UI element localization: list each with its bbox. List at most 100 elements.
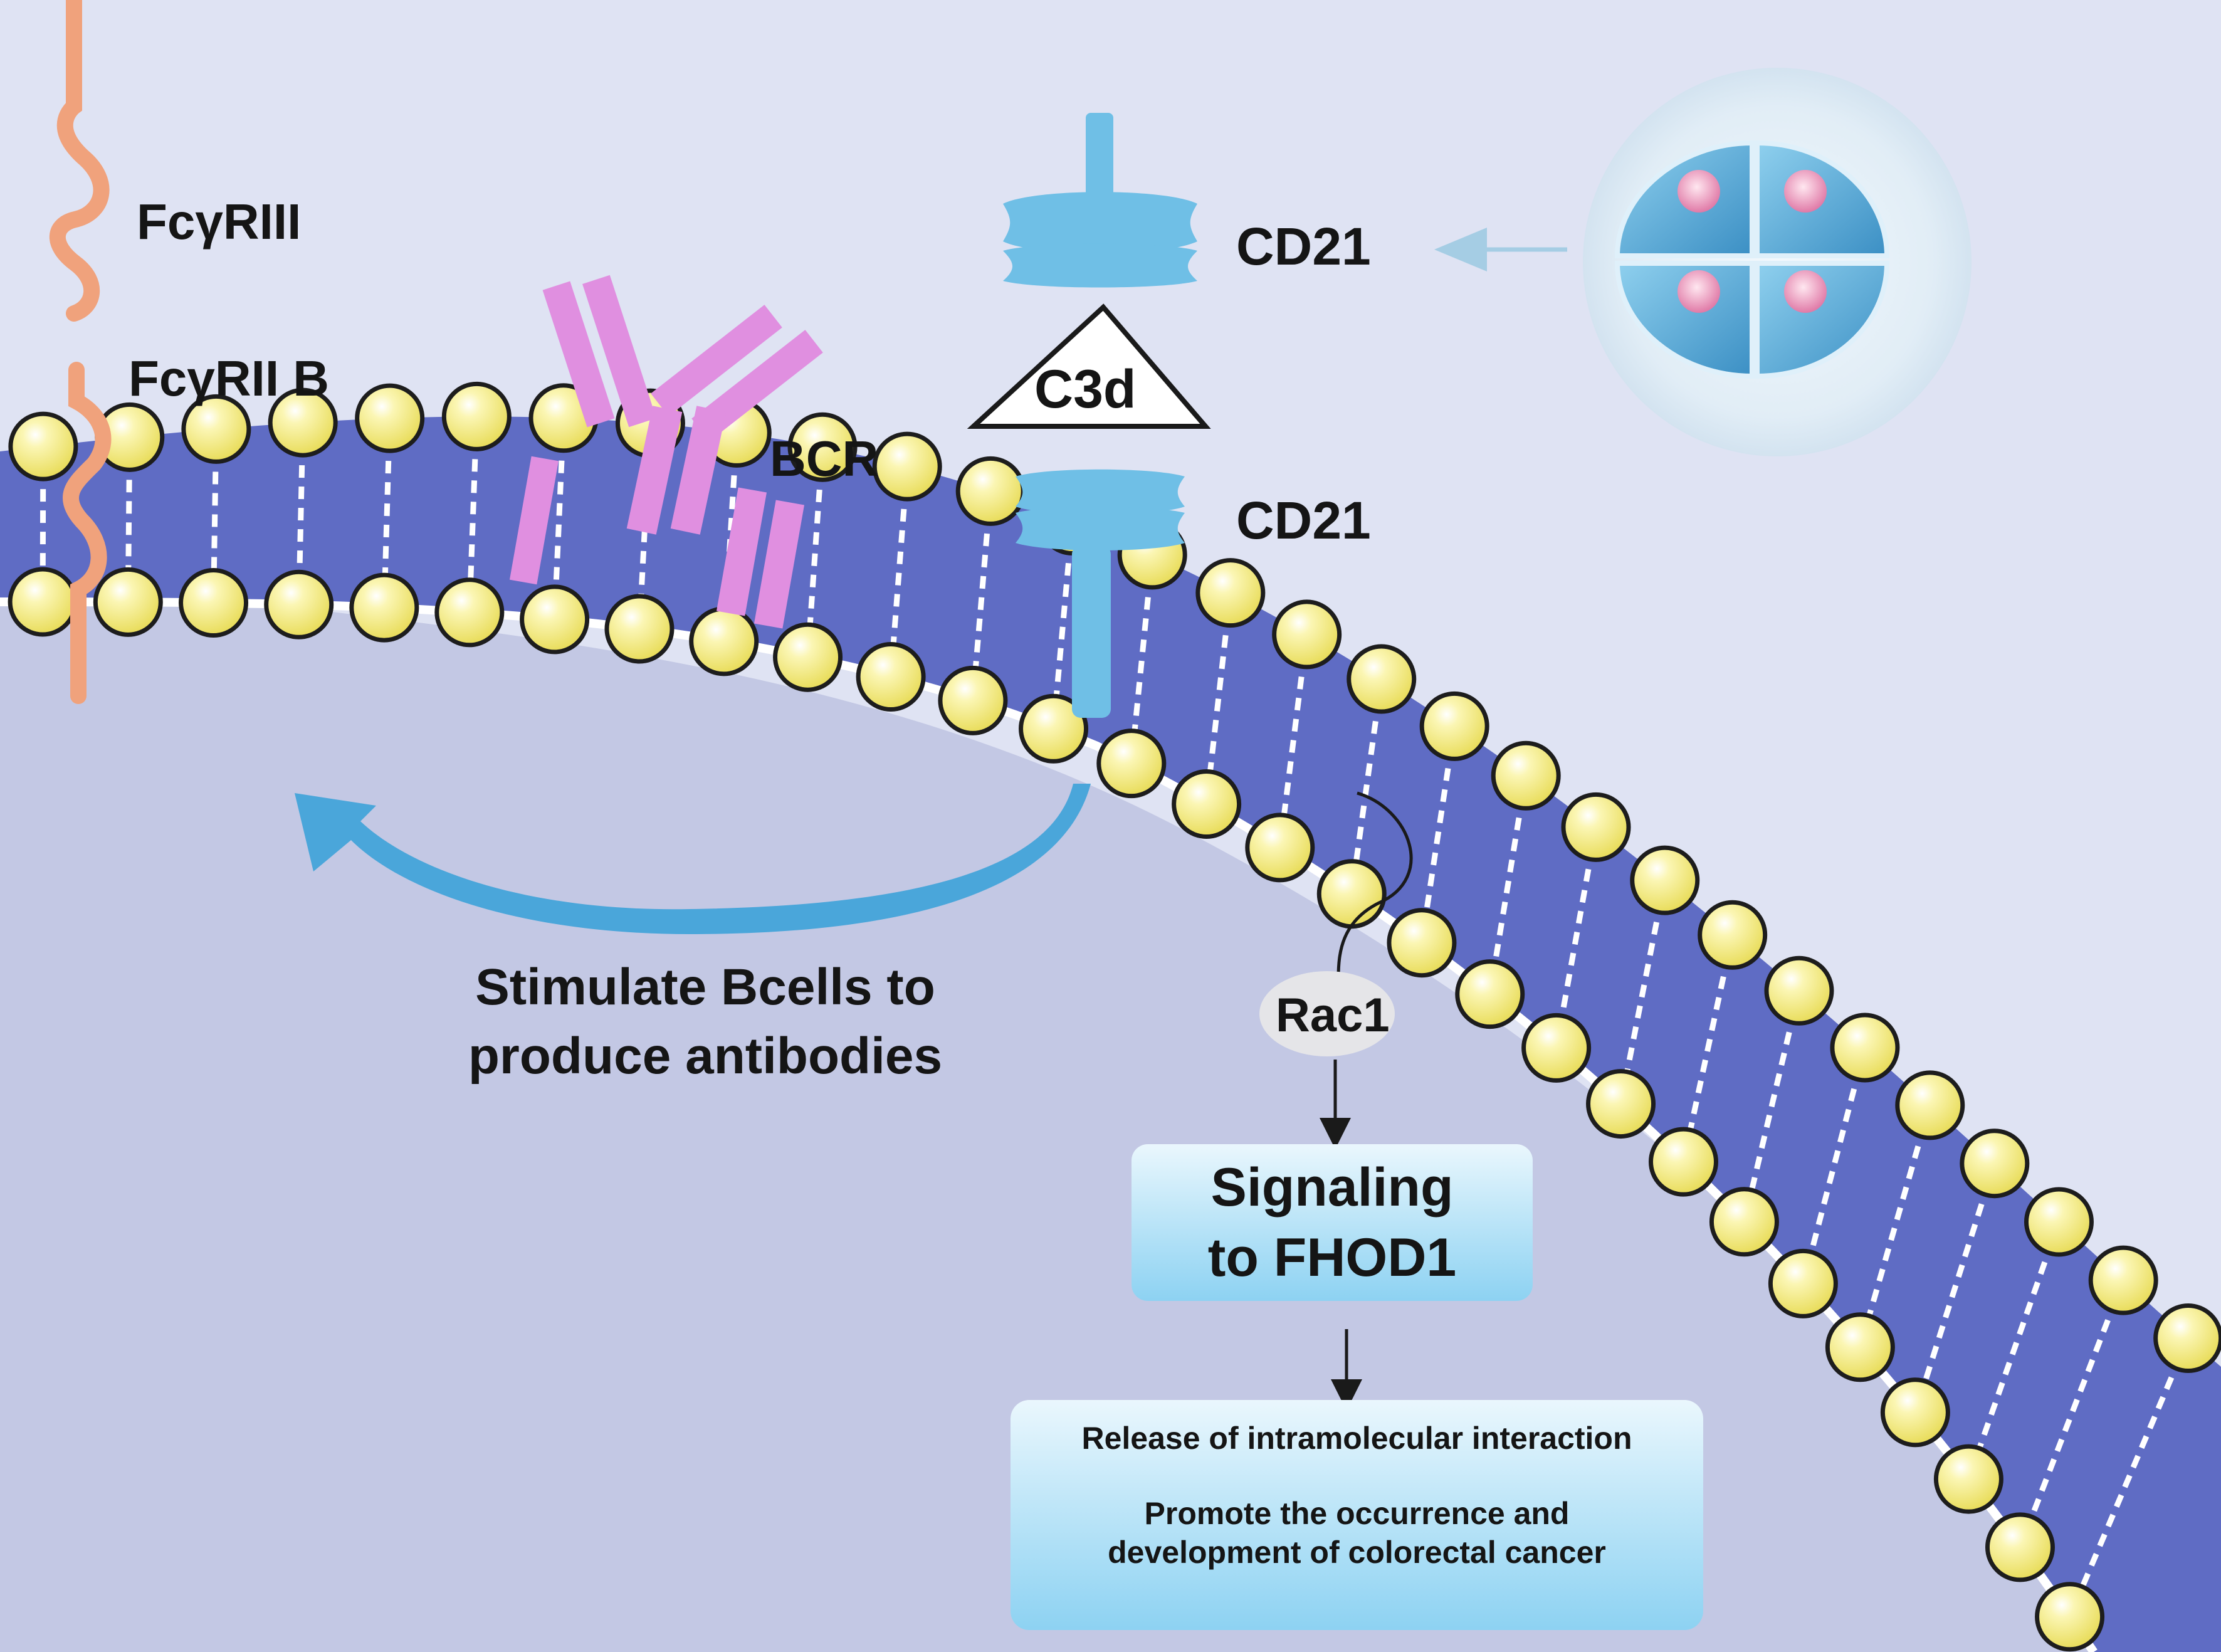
lipid-head-inner (1455, 959, 1525, 1029)
lipid-head-outer (1347, 644, 1417, 714)
c3d-triangle (967, 303, 1211, 429)
lipid-head-inner (1172, 769, 1242, 839)
lipid-head-outer (787, 412, 858, 482)
lipid-tail (2017, 1279, 2126, 1549)
outcome-line-2: Promote the occurrence and (1144, 1496, 1570, 1531)
signaling-line-1: Signaling (1210, 1157, 1454, 1218)
fcgr3-label: FcγRIII (137, 194, 302, 250)
lipid-tail (1128, 554, 1155, 764)
rac1-oval (1259, 971, 1395, 1056)
bcr-antibodies (509, 275, 823, 629)
lipid-tail (805, 446, 826, 658)
lipid-tails (39, 416, 2191, 1618)
lipid-head-inner (1648, 1127, 1718, 1197)
lipid-tail (1419, 725, 1457, 944)
lipid-head-inner (689, 606, 759, 676)
lipid-head-outer (1830, 1013, 1900, 1083)
lipid-tail (1800, 1046, 1868, 1285)
lipid-head-inner (773, 622, 843, 692)
lipid-head-outer (1561, 792, 1631, 862)
lipid-tail (970, 490, 994, 701)
lipid-head-outer (2088, 1245, 2158, 1315)
lipid-heads (8, 381, 2221, 1652)
outcome-box-bg (1011, 1400, 1703, 1630)
lipid-head-inner (1387, 908, 1457, 978)
lipid-head-outer (181, 394, 251, 464)
lipid-tail (1618, 880, 1668, 1105)
lipid-head-outer (8, 411, 78, 481)
lipid-tail (1051, 520, 1076, 729)
lipid-tail (1277, 634, 1310, 848)
lipid-head-inner (1825, 1312, 1895, 1382)
lipid-tail (888, 466, 910, 677)
lipid-head-inner (1933, 1444, 2003, 1514)
lipid-tail (1204, 592, 1234, 804)
bcr-label: BCR (770, 431, 879, 487)
lipid-head-outer (955, 456, 1026, 526)
lipid-head-inner (1245, 813, 1315, 883)
lipid-head-inner (93, 567, 163, 637)
lipid-tail (1681, 934, 1736, 1163)
lipid-head-inner (520, 584, 590, 655)
lipid-head-outer (1960, 1129, 2030, 1199)
lipid-head-inner (2035, 1582, 2105, 1652)
stimulate-text: Stimulate Bcells to produce antibodies (351, 953, 1059, 1091)
stimulate-line-2: produce antibodies (468, 1028, 943, 1085)
lipid-head-inner (604, 594, 675, 664)
outcome-line-1: Release of intramolecular interaction (1081, 1421, 1632, 1456)
lipid-head-inner (856, 642, 926, 712)
lipid-tail (1553, 826, 1599, 1049)
lipid-head-outer (1895, 1070, 1965, 1140)
signaling-line-2: to FHOD1 (1207, 1228, 1457, 1288)
stimulate-arrow (295, 784, 1091, 934)
lipid-tail (1913, 1162, 1998, 1414)
lipid-head-inner (1019, 693, 1089, 764)
lipid-head-inner (1880, 1377, 1950, 1448)
lipid-head-inner (1096, 729, 1167, 799)
cd21-top-label: CD21 (1236, 217, 1371, 276)
lipid-head-inner (1768, 1248, 1838, 1318)
fcgr2b-label: FcγRII B (129, 350, 330, 406)
b-cell-illustration (1583, 68, 1972, 456)
lipid-tail (1348, 678, 1385, 895)
lipid-head-inner (264, 569, 334, 639)
lipid-head-inner (434, 577, 505, 648)
lipid-head-outer (268, 387, 338, 458)
stimulate-line-1: Stimulate Bcells to (475, 959, 935, 1016)
outcome-box: Release of intramolecular interaction Pr… (1011, 1400, 1703, 1630)
lipid-head-inner (1985, 1512, 2055, 1582)
cd21-top-receptor (1003, 113, 1197, 288)
lipid-tail (1487, 775, 1529, 995)
lipid-head-outer (441, 381, 512, 451)
lipid-head-outer (2153, 1303, 2221, 1374)
lipid-head-outer (2024, 1187, 2094, 1257)
fcgr2b-receptor (63, 362, 112, 704)
outcome-line-3: development of colorectal cancer (1108, 1535, 1606, 1570)
lipid-head-outer (355, 383, 425, 453)
lipid-tail (1966, 1221, 2062, 1480)
cd21-bottom-receptor (1016, 469, 1185, 718)
lipid-head-inner (938, 665, 1008, 735)
lipid-head-inner (1586, 1069, 1656, 1139)
lipid-head-outer (1272, 599, 1342, 670)
lipid-head-outer (872, 431, 942, 502)
lipid-head-inner (1709, 1187, 1779, 1257)
lipid-head-outer (1764, 955, 1834, 1026)
lipid-head-outer (1630, 845, 1700, 915)
rac1-connector (1336, 791, 1413, 979)
lipid-head-outer (1419, 691, 1489, 761)
cell-interior (0, 571, 2119, 1652)
rac1-label: Rac1 (1276, 989, 1390, 1042)
fcgr3-receptor (49, 0, 110, 322)
lipid-head-inner (349, 572, 419, 643)
lipid-tail (1741, 990, 1802, 1223)
lipid-head-inner (8, 567, 78, 637)
signaling-box-bg (1132, 1144, 1533, 1301)
lipid-head-outer (1491, 740, 1561, 811)
signaling-box: Signaling to FHOD1 (1132, 1144, 1533, 1301)
c3d-label: C3d (1034, 359, 1137, 419)
lipid-head-inner (1521, 1013, 1592, 1083)
lipid-head-inner (179, 568, 249, 638)
lipid-head-inner (1316, 859, 1387, 929)
